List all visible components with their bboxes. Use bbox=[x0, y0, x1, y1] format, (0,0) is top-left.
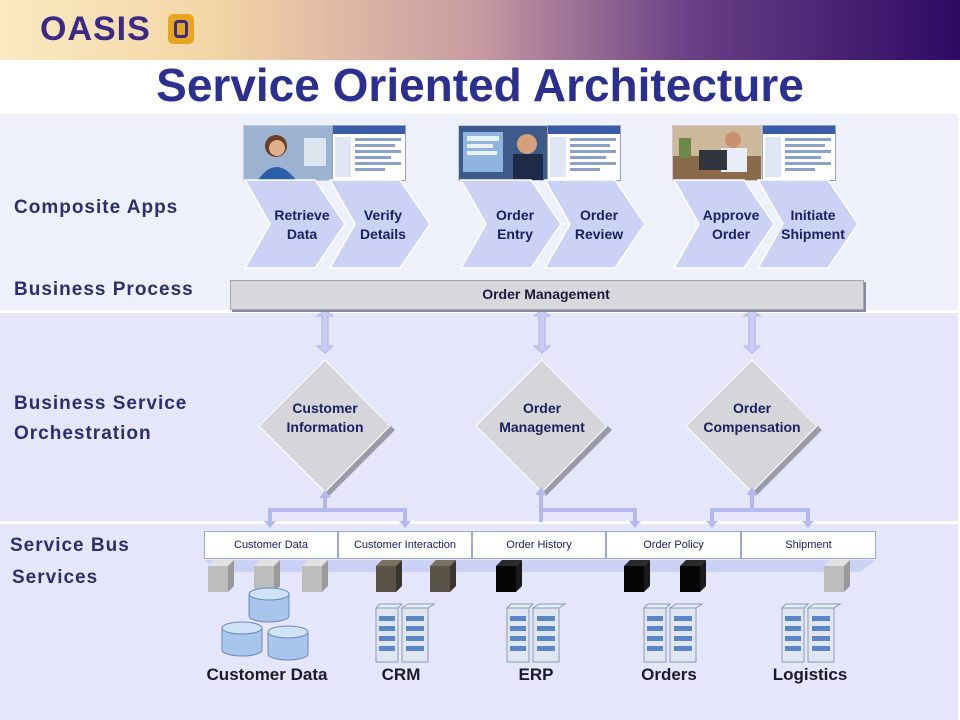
page-title: Service Oriented Architecture bbox=[156, 59, 804, 111]
cube-1 bbox=[208, 560, 234, 592]
chevron-initiate-shipment bbox=[756, 179, 859, 269]
chevron-order-entry bbox=[459, 179, 562, 269]
cube-9 bbox=[824, 560, 850, 592]
chevron-retrieve-data bbox=[243, 179, 346, 269]
system-logistics: Logistics bbox=[772, 665, 848, 684]
cube-6 bbox=[496, 560, 522, 592]
layer-label-bus-1: Service Bus bbox=[10, 535, 130, 556]
layer-label-bus-2: Services bbox=[12, 567, 99, 588]
arrow-process-customer bbox=[315, 309, 335, 354]
layer-label-process: Business Process bbox=[14, 279, 194, 300]
arrow-process-order-mgmt bbox=[532, 309, 552, 354]
call-center-photo bbox=[243, 125, 333, 181]
bus-service-customer-interaction: Customer Interaction bbox=[338, 531, 472, 559]
business-process-label: Order Management bbox=[482, 286, 610, 302]
layer-label-composite: Composite Apps bbox=[14, 197, 179, 218]
header-banner bbox=[0, 0, 960, 60]
system-crm: CRM bbox=[381, 665, 421, 684]
chevron-approve-order bbox=[672, 179, 775, 269]
cube-5 bbox=[430, 560, 456, 592]
chevron-verify-details bbox=[328, 179, 431, 269]
app-screenshot-2 bbox=[547, 125, 621, 181]
database-icons bbox=[221, 587, 309, 661]
bus-service-order-policy: Order Policy bbox=[606, 531, 741, 559]
chevron-order-review bbox=[543, 179, 646, 269]
bus-service-shipment: Shipment bbox=[741, 531, 876, 559]
layer-label-orchestration-2: Orchestration bbox=[14, 423, 152, 444]
business-process-bar bbox=[230, 280, 864, 310]
oasis-logo: OASIS bbox=[40, 10, 151, 48]
bus-service-customer-data: Customer Data bbox=[204, 531, 338, 559]
cube-7 bbox=[624, 560, 650, 592]
bus-service-order-history: Order History bbox=[472, 531, 606, 559]
cube-8 bbox=[680, 560, 706, 592]
arrow-process-compensation bbox=[742, 309, 762, 354]
app-screenshot-1 bbox=[332, 125, 406, 181]
layer-label-orchestration-1: Business Service bbox=[14, 393, 188, 414]
system-erp: ERP bbox=[518, 665, 554, 684]
oasis-logo-icon bbox=[168, 14, 194, 44]
cube-3 bbox=[302, 560, 328, 592]
system-orders: Orders bbox=[641, 665, 697, 684]
cube-2 bbox=[254, 560, 280, 592]
server-icons bbox=[374, 603, 842, 663]
approver-photo bbox=[672, 125, 762, 181]
order-entry-photo bbox=[458, 125, 548, 181]
cube-4 bbox=[376, 560, 402, 592]
system-customer-data: Customer Data bbox=[206, 665, 328, 684]
